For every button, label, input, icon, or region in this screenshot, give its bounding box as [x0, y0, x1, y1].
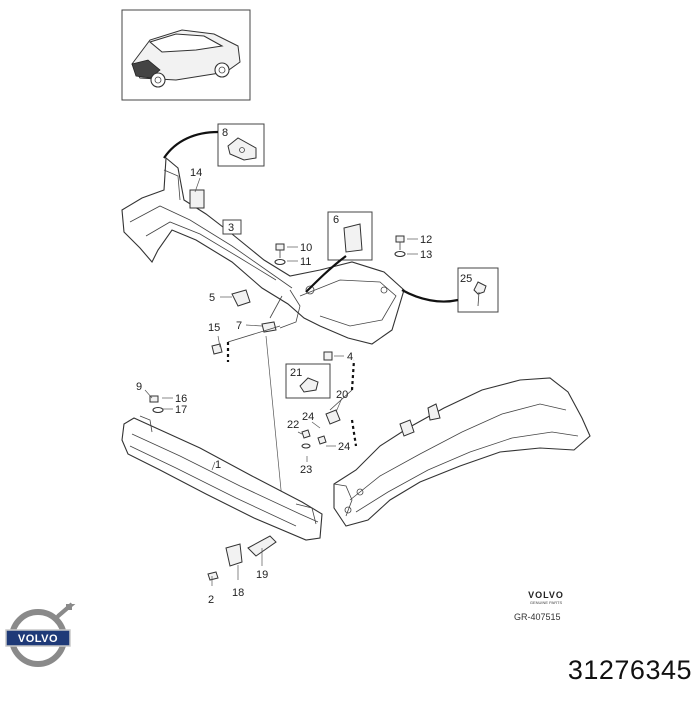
callout-3: 3 [228, 222, 234, 234]
callout-4: 4 [347, 351, 353, 363]
reference-code: GR-407515 [514, 612, 561, 622]
volvo-logo: VOLVO [5, 602, 76, 667]
callout-18: 18 [232, 587, 244, 599]
part-number: 31276345 [567, 655, 692, 685]
brand-block: VOLVO GENUINE PARTS [516, 590, 576, 605]
part-25-inset [401, 267, 499, 313]
callout-6: 6 [333, 214, 339, 226]
callout-24a: 24 [302, 411, 314, 423]
callout-17: 17 [175, 404, 187, 416]
part-6-inset [305, 211, 373, 293]
part-8-inset [163, 123, 265, 167]
callout-7: 7 [236, 320, 242, 332]
callout-10: 10 [300, 242, 312, 254]
callout-11: 11 [300, 256, 311, 268]
callout-19: 19 [256, 569, 268, 581]
callout-24b: 24 [338, 441, 350, 453]
callout-15: 15 [208, 322, 220, 334]
callout-13: 13 [420, 249, 432, 261]
car-overview-thumbnail [121, 9, 251, 101]
side-member [333, 377, 591, 527]
callout-1: 1 [215, 459, 221, 471]
callout-2: 2 [208, 594, 214, 606]
callout-8: 8 [222, 127, 228, 139]
callout-labels: 1 2 3 4 5 6 7 8 9 10 11 12 13 14 15 16 1… [136, 127, 472, 606]
callout-9: 9 [136, 381, 142, 393]
logo-text: VOLVO [18, 633, 58, 645]
callout-12: 12 [420, 234, 432, 246]
upper-crossmember [121, 156, 405, 345]
bumper-beam [121, 415, 323, 541]
brand-text: VOLVO [528, 590, 564, 600]
callout-14: 14 [190, 167, 202, 179]
callout-leaders [144, 177, 418, 586]
callout-21: 21 [290, 367, 302, 379]
callout-5: 5 [209, 292, 215, 304]
callout-25: 25 [460, 273, 472, 285]
callout-20: 20 [336, 389, 348, 401]
callout-23: 23 [300, 464, 312, 476]
callout-16: 16 [175, 393, 187, 405]
callout-22: 22 [287, 419, 299, 431]
fasteners [149, 235, 406, 581]
part-21-inset [285, 363, 331, 399]
brand-subtext: GENUINE PARTS [529, 600, 563, 605]
